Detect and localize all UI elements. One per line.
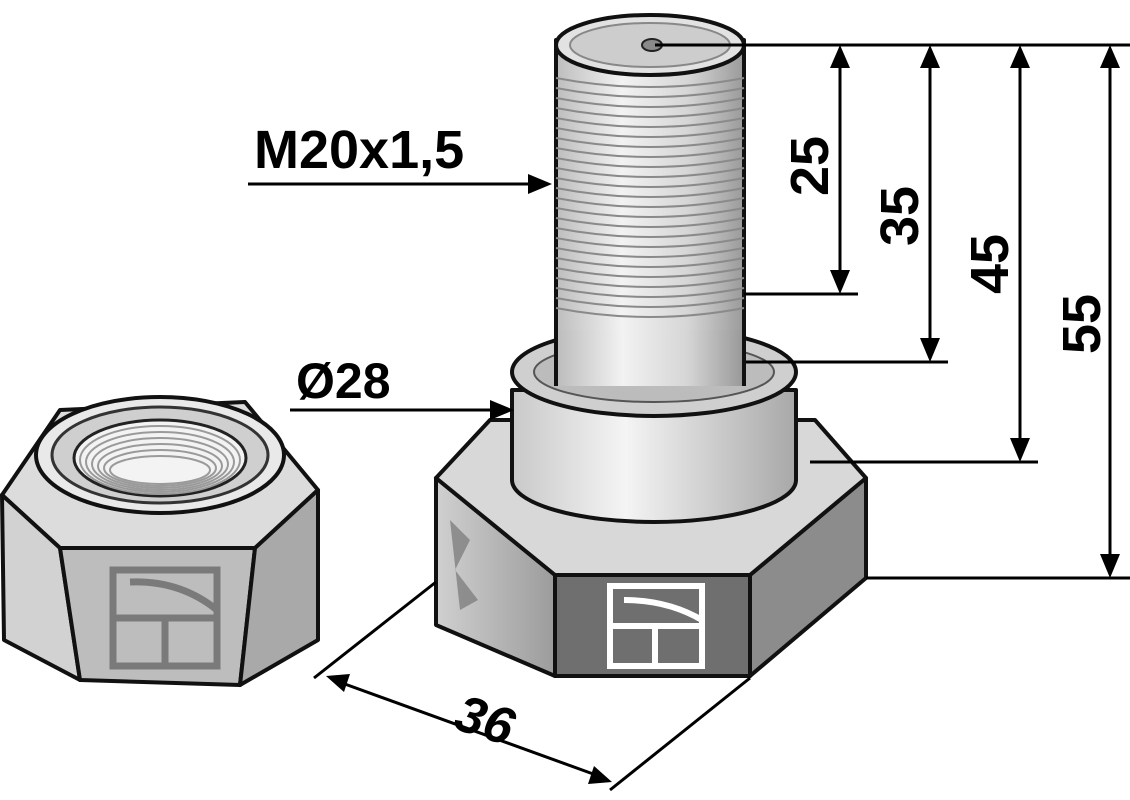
lock-nut <box>0 395 320 687</box>
thread-size-label: M20x1,5 <box>254 120 464 180</box>
bolt <box>434 13 868 678</box>
dimension-35-label: 35 <box>870 186 930 246</box>
dimension-45-label: 45 <box>960 234 1020 294</box>
brand-logo-icon <box>109 566 221 670</box>
dimension-55-label: 55 <box>1052 294 1112 354</box>
brand-logo-icon <box>607 583 705 669</box>
dimension-lines <box>248 43 1130 792</box>
dimension-25-label: 25 <box>780 136 840 196</box>
thread-lines <box>555 77 745 318</box>
collar-diameter-label: Ø28 <box>296 353 391 409</box>
width-across-flats-label: 36 <box>448 684 522 757</box>
